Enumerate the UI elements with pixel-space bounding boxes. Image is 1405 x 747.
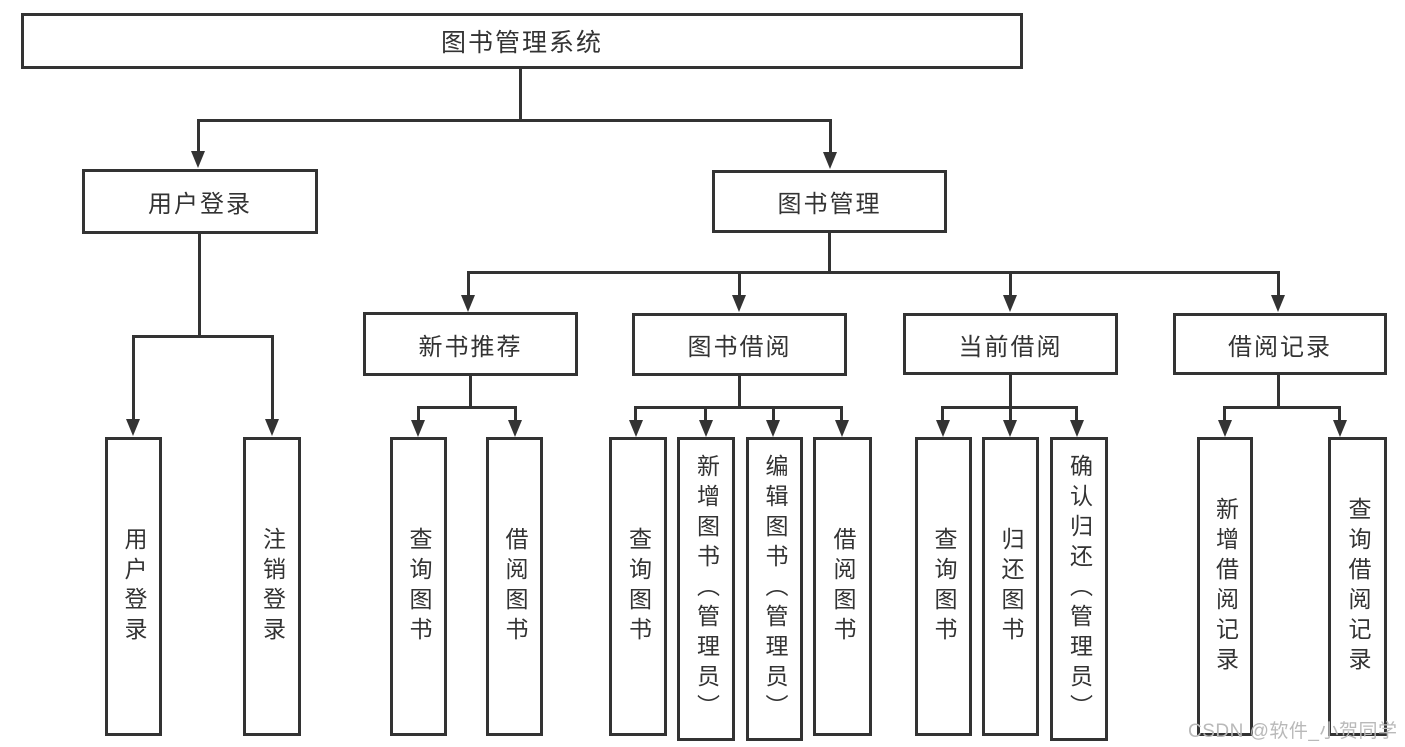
connector-book-borrow-stem — [738, 376, 741, 409]
node-user-login-label: 用户登录 — [148, 191, 252, 218]
leaf-borrow-book-1-label: 借阅图书 — [502, 526, 528, 647]
node-book-borrow: 图书借阅 — [632, 313, 847, 376]
arrowhead-leaf-user-login — [126, 419, 140, 436]
connector-user-login-stem — [198, 234, 201, 338]
arrowhead-book-borrow — [732, 295, 746, 312]
connector-drop-borrow-records — [1277, 271, 1280, 297]
leaf-add-book-admin-label: 新增图书（管理员） — [693, 454, 720, 724]
leaf-edit-book-admin: 编辑图书（管理员） — [746, 437, 803, 741]
leaf-user-login-label: 用户登录 — [121, 526, 147, 647]
connector-drop-book-management — [829, 119, 832, 154]
arrowhead-return-book — [1003, 420, 1017, 437]
arrowhead-confirm-return — [1070, 420, 1084, 437]
connector-drop-book-borrow — [738, 271, 741, 297]
connector-drop-return-book — [1009, 406, 1012, 422]
leaf-query-book-1: 查询图书 — [390, 437, 447, 736]
connector-book-management-stem — [828, 233, 831, 274]
node-new-book-recommend: 新书推荐 — [363, 312, 578, 376]
connector-user-login-bar — [132, 335, 274, 338]
connector-level3-bar — [467, 271, 1280, 274]
connector-new-book-stem — [469, 376, 472, 409]
arrowhead-query-borrow-record — [1333, 420, 1347, 437]
leaf-query-borrow-record-label: 查询借阅记录 — [1345, 496, 1371, 677]
arrowhead-query-book-2 — [629, 420, 643, 437]
leaf-query-book-3: 查询图书 — [915, 437, 972, 736]
connector-root-stem — [519, 69, 522, 122]
leaf-add-borrow-record: 新增借阅记录 — [1197, 437, 1253, 736]
leaf-query-book-2-label: 查询图书 — [625, 526, 652, 647]
leaf-edit-book-admin-label: 编辑图书（管理员） — [762, 454, 788, 724]
connector-level2-bar — [197, 119, 832, 122]
leaf-add-book-admin: 新增图书（管理员） — [677, 437, 735, 741]
leaf-query-book-2: 查询图书 — [609, 437, 667, 736]
connector-book-borrow-bar — [634, 406, 843, 409]
connector-drop-user-login — [197, 119, 200, 153]
node-borrow-records-label: 借阅记录 — [1228, 333, 1332, 361]
connector-drop-confirm-return — [1075, 406, 1078, 422]
connector-current-borrow-stem — [1009, 375, 1012, 409]
connector-drop-query-book-3 — [941, 406, 944, 422]
connector-borrow-records-bar — [1223, 406, 1341, 409]
arrowhead-current-borrow — [1003, 295, 1017, 312]
connector-drop-query-borrow-record — [1338, 406, 1341, 422]
arrowhead-query-book-1 — [411, 420, 425, 437]
node-root: 图书管理系统 — [21, 13, 1023, 69]
arrowhead-query-book-3 — [936, 420, 950, 437]
connector-borrow-records-stem — [1277, 375, 1280, 409]
arrowhead-book-management — [823, 152, 837, 169]
connector-drop-borrow-book-2 — [840, 406, 843, 422]
connector-drop-borrow-book-1 — [514, 406, 517, 422]
arrowhead-borrow-book-2 — [835, 420, 849, 437]
leaf-user-login: 用户登录 — [105, 437, 162, 736]
arrowhead-user-login — [191, 151, 205, 168]
node-book-management: 图书管理 — [712, 170, 947, 233]
leaf-confirm-return-admin-label: 确认归还（管理员） — [1066, 454, 1093, 724]
leaf-query-book-3-label: 查询图书 — [931, 526, 957, 647]
leaf-query-borrow-record: 查询借阅记录 — [1328, 437, 1387, 736]
node-book-management-label: 图书管理 — [777, 191, 882, 218]
watermark: CSDN @软件_小贺同学 — [1188, 721, 1398, 742]
node-root-label: 图书管理系统 — [440, 29, 603, 57]
arrowhead-add-book — [699, 420, 713, 437]
leaf-return-book: 归还图书 — [982, 437, 1039, 736]
leaf-borrow-book-2: 借阅图书 — [813, 437, 872, 736]
arrowhead-borrow-records — [1271, 295, 1285, 312]
leaf-query-book-1-label: 查询图书 — [406, 526, 432, 647]
arrowhead-leaf-logout — [265, 419, 279, 436]
connector-drop-add-borrow-record — [1223, 406, 1226, 422]
connector-drop-query-book-2 — [634, 406, 637, 422]
leaf-confirm-return-admin: 确认归还（管理员） — [1050, 437, 1108, 741]
leaf-borrow-book-1: 借阅图书 — [486, 437, 543, 736]
node-user-login: 用户登录 — [82, 169, 318, 234]
connector-drop-current-borrow — [1009, 271, 1012, 297]
connector-drop-query-book-1 — [417, 406, 420, 422]
arrowhead-add-borrow-record — [1218, 420, 1232, 437]
leaf-logout: 注销登录 — [243, 437, 301, 736]
node-current-borrow: 当前借阅 — [903, 313, 1118, 375]
arrowhead-edit-book — [766, 420, 780, 437]
connector-drop-edit-book — [772, 406, 775, 422]
leaf-borrow-book-2-label: 借阅图书 — [830, 526, 856, 647]
node-current-borrow-label: 当前借阅 — [958, 333, 1063, 361]
connector-drop-new-book — [467, 271, 470, 297]
node-new-book-recommend-label: 新书推荐 — [418, 333, 523, 361]
node-borrow-records: 借阅记录 — [1173, 313, 1387, 375]
connector-new-book-bar — [417, 406, 517, 409]
leaf-add-borrow-record-label: 新增借阅记录 — [1212, 496, 1239, 677]
arrowhead-borrow-book-1 — [508, 420, 522, 437]
arrowhead-new-book — [461, 295, 475, 312]
connector-drop-leaf-user-login — [132, 335, 135, 421]
leaf-return-book-label: 归还图书 — [998, 526, 1024, 647]
leaf-logout-label: 注销登录 — [259, 526, 286, 647]
node-book-borrow-label: 图书借阅 — [687, 334, 792, 361]
connector-drop-add-book — [704, 406, 707, 422]
connector-drop-leaf-logout — [271, 335, 274, 421]
